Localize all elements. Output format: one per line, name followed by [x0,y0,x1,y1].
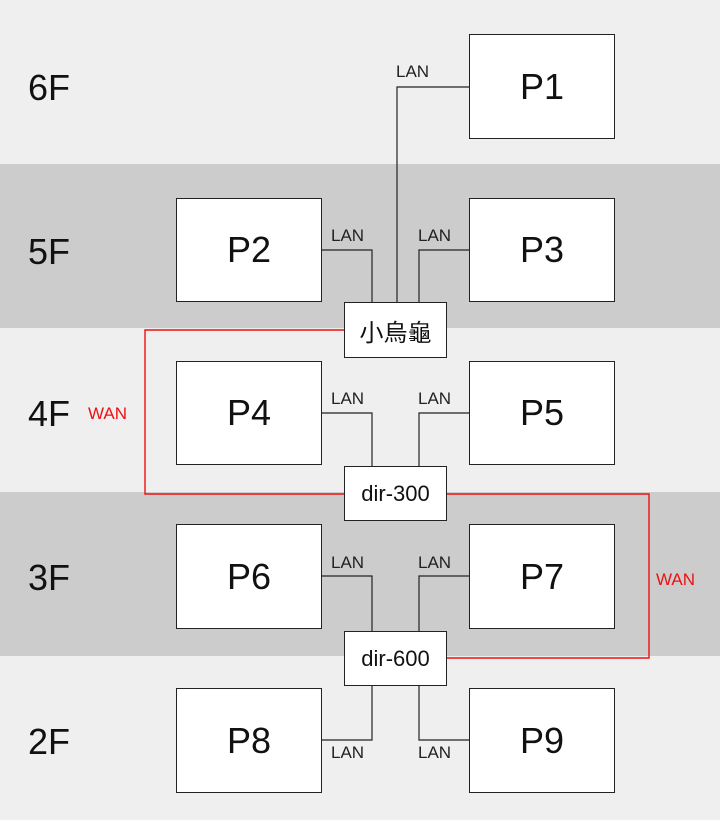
link-p1 [396,86,469,302]
pc-p9: P9 [469,688,615,793]
link-p2 [322,249,373,302]
pc-p3: P3 [469,198,615,302]
lan-label-p3: LAN [418,226,452,245]
link-p9 [418,686,469,741]
pc-p5: P5 [469,361,615,465]
wan-label-4f: WAN [88,404,128,423]
wan-link-4f [144,329,344,495]
pc-p1: P1 [469,34,615,139]
link-p6 [322,575,373,631]
floor-label-2f: 2F [28,721,71,762]
pc-p8: P8 [176,688,322,793]
lan-label-p9: LAN [418,743,452,762]
floor-label-5f: 5F [28,231,71,272]
lan-label-p8: LAN [331,743,365,762]
link-p4 [322,412,373,466]
floor-label-4f: 4F [28,393,71,434]
router-dir-300: dir-300 [344,466,447,521]
lan-label-p7: LAN [418,553,452,572]
lan-label-p2: LAN [331,226,365,245]
wan-label-3f: WAN [656,570,696,589]
router-little-turtle: 小烏龜 [344,302,447,358]
wan-link-3f [447,493,650,659]
lan-label-p6: LAN [331,553,365,572]
lan-label-p1: LAN [396,62,430,81]
pc-p6: P6 [176,524,322,629]
pc-p2: P2 [176,198,322,302]
floor-label-6f: 6F [28,67,71,108]
lan-label-p5: LAN [418,389,452,408]
floor-label-3f: 3F [28,557,71,598]
router-dir-600: dir-600 [344,631,447,686]
lan-label-p4: LAN [331,389,365,408]
link-p3 [418,249,469,302]
link-p7 [418,575,469,631]
link-p8 [322,686,373,741]
pc-p4: P4 [176,361,322,465]
pc-p7: P7 [469,524,615,629]
link-p5 [418,412,469,466]
